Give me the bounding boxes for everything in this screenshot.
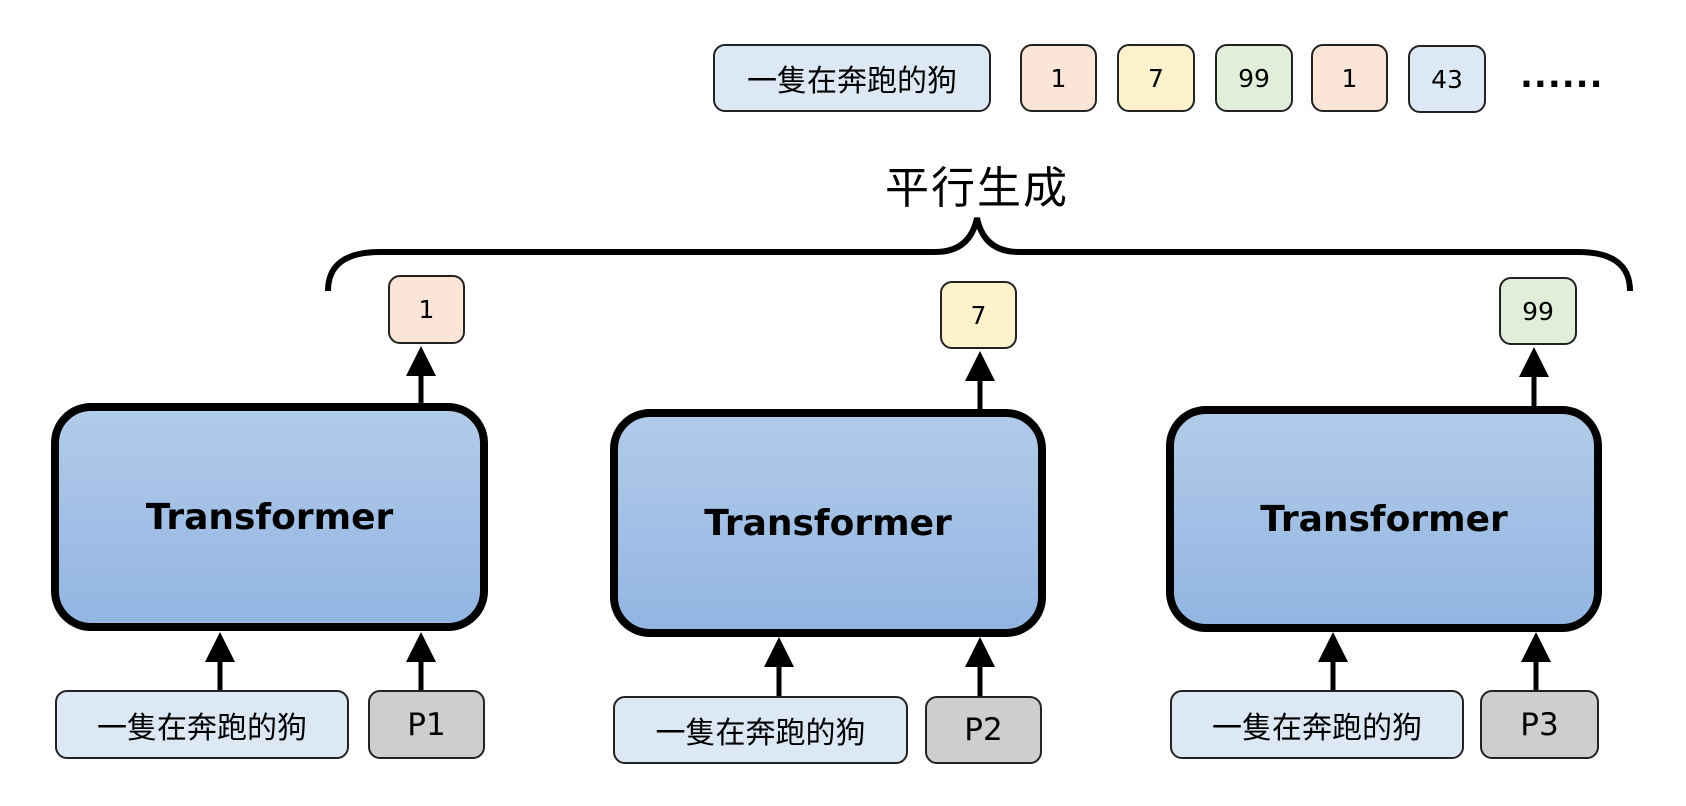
- diagram-title: 平行生成: [885, 163, 1069, 214]
- transformer-label: Transformer: [704, 502, 952, 544]
- position-label: P1: [407, 706, 446, 743]
- transformer-block-1: Transformer: [51, 403, 488, 631]
- output-token-2: 7: [940, 281, 1017, 349]
- sequence-token-text: 7: [1148, 63, 1164, 93]
- output-token-1: 1: [388, 275, 465, 344]
- curly-brace: [325, 217, 1633, 292]
- sequence-token-text: 43: [1431, 64, 1463, 94]
- output-token-text: 7: [970, 300, 987, 330]
- output-token-3: 99: [1499, 277, 1577, 345]
- sequence-token-text: 1: [1050, 63, 1067, 93]
- output-token-text: 1: [418, 295, 435, 324]
- input-prompt-3: 一隻在奔跑的狗: [1170, 690, 1464, 759]
- sequence-token: 1: [1311, 44, 1388, 112]
- output-token-text: 99: [1522, 296, 1554, 326]
- position-label: P3: [1520, 706, 1559, 743]
- input-prompt-text: 一隻在奔跑的狗: [97, 710, 307, 746]
- input-prompt-text: 一隻在奔跑的狗: [655, 716, 866, 751]
- position-embedding-1: P1: [368, 690, 485, 759]
- sequence-token: 7: [1117, 44, 1195, 112]
- input-prompt-text: 一隻在奔跑的狗: [1212, 710, 1422, 746]
- position-embedding-2: P2: [925, 696, 1042, 764]
- input-prompt-2: 一隻在奔跑的狗: [613, 696, 908, 764]
- sequence-token-text: 99: [1238, 63, 1270, 93]
- position-label: P2: [964, 712, 1003, 748]
- sequence-token: 43: [1408, 45, 1486, 113]
- sequence-ellipsis: ......: [1520, 56, 1604, 96]
- position-embedding-3: P3: [1480, 690, 1599, 759]
- transformer-label: Transformer: [145, 496, 394, 538]
- transformer-label: Transformer: [1260, 498, 1508, 540]
- input-prompt-1: 一隻在奔跑的狗: [55, 690, 349, 759]
- sequence-prompt: 一隻在奔跑的狗: [713, 44, 991, 112]
- sequence-token: 1: [1020, 44, 1097, 112]
- transformer-block-3: Transformer: [1166, 406, 1602, 632]
- sequence-prompt-text: 一隻在奔跑的狗: [747, 64, 957, 99]
- sequence-token-text: 1: [1341, 63, 1358, 93]
- sequence-token: 99: [1215, 44, 1293, 112]
- transformer-block-2: Transformer: [610, 409, 1046, 637]
